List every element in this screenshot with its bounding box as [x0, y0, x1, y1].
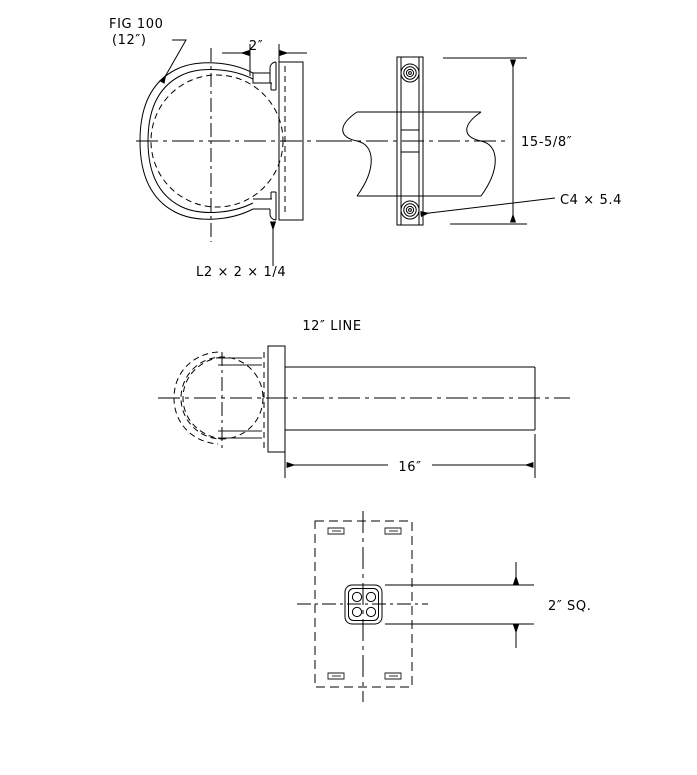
view-bottom-detail: 2″ SQ.: [297, 511, 591, 702]
bolt-upper: [400, 63, 420, 83]
break-line-left: [342, 111, 372, 197]
clamp-strap-outer: [139, 62, 254, 220]
anchor-clip-top-left: [327, 527, 345, 535]
anchor-clip-bottom-left: [327, 672, 345, 680]
clamp-hidden-arc-outer: [173, 351, 219, 445]
label-fig-100: FIG 100: [109, 17, 164, 32]
view-left-elevation: 2″ FIG 100 (12″) L2 × 2 × 1/4: [109, 17, 330, 280]
dim-2in-text: 2″: [249, 39, 263, 54]
dim-16in-text-mask: [388, 456, 432, 474]
bolt-br: [365, 606, 377, 618]
view-right-elevation: 15-5/8″ C4 × 5.4: [330, 56, 622, 226]
leader-fig-100: [159, 39, 187, 84]
base-plate-outline-middle: [267, 345, 286, 453]
bolt-tr: [365, 591, 377, 603]
channel-section-outline: [278, 61, 304, 221]
square-tube-detail: [344, 584, 383, 625]
pipe-outline-hidden: [150, 74, 284, 208]
base-plate-hidden-outline: [314, 520, 413, 688]
square-tube-outer: [344, 584, 383, 625]
view-middle-plan: 12″ LINE 16″: [158, 319, 570, 478]
dim-height-text: 15-5/8″: [521, 135, 572, 150]
anchor-clip-top-right: [384, 527, 402, 535]
label-fig-size: (12″): [112, 33, 147, 48]
square-tube-inner: [348, 588, 379, 621]
clamp-hidden-arc-inner: [182, 356, 223, 440]
angle-leg-upper-plate: [252, 72, 271, 84]
angle-upper-fillet: [269, 61, 277, 73]
leader-channel-callout: [420, 197, 556, 218]
bolt-tl: [351, 591, 363, 603]
angle-lower-fillet: [269, 209, 277, 221]
clamp-strap-inner: [147, 69, 254, 213]
anchor-clip-bottom-right: [384, 672, 402, 680]
break-line-right: [466, 111, 496, 197]
bolt-lower: [400, 200, 420, 220]
label-channel-callout: C4 × 5.4: [560, 193, 622, 208]
dim-2sq-text: 2″ SQ.: [548, 599, 591, 614]
dim-16in-text: 16″: [398, 460, 421, 475]
label-12-line: 12″ LINE: [302, 319, 361, 334]
label-angle-callout: L2 × 2 × 1/4: [196, 265, 286, 280]
bolt-bl: [351, 606, 363, 618]
channel-face-outline: [396, 56, 424, 226]
